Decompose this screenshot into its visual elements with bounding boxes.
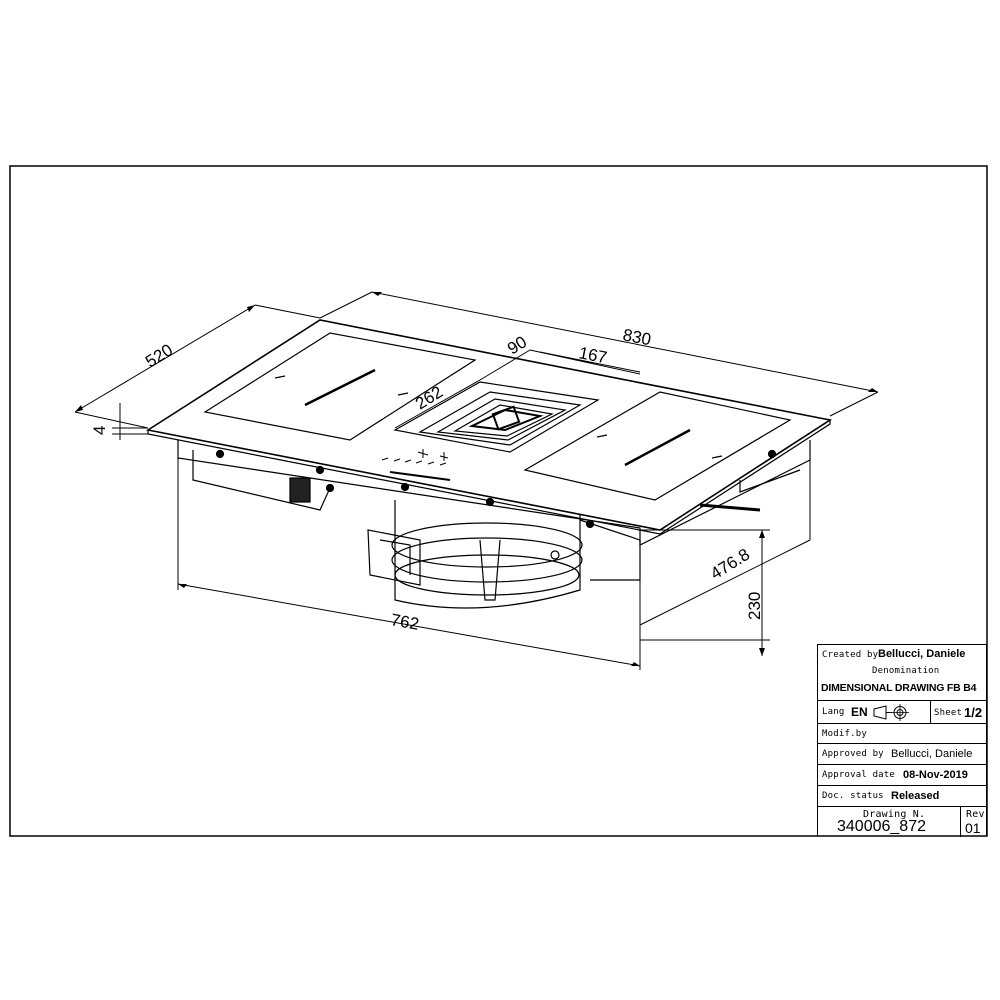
cooking-zone-left <box>203 332 477 441</box>
row-created-by: Created by Bellucci, Daniele <box>817 644 987 665</box>
dim-762: 762 <box>389 610 420 634</box>
side-box <box>192 450 331 511</box>
drawing-number-label: Drawing N. <box>863 809 926 820</box>
row-drawing-number: Drawing N. 340006_872 Rev 01 <box>817 806 987 837</box>
dim-830: 830 <box>621 325 652 349</box>
row-lang-sheet: Lang EN Sheet 1/2 <box>817 700 987 724</box>
sheet-label: Sheet <box>934 708 963 718</box>
rev-label: Rev <box>966 809 985 820</box>
dim-4: 4 <box>90 426 109 435</box>
projection-symbol-icon <box>873 704 909 721</box>
dim-476-8: 476.8 <box>707 545 753 584</box>
row-doc-status: Doc. status Released <box>817 785 987 806</box>
row-modif-by: Modif.by <box>817 723 987 743</box>
doc-status-value: Released <box>891 790 940 802</box>
denomination-label: Denomination <box>872 666 940 676</box>
sheet-value: 1/2 <box>964 705 983 720</box>
drawing-frame <box>9 165 988 837</box>
approved-by-value: Bellucci, Daniele <box>891 748 973 760</box>
approval-date-label: Approval date <box>822 770 896 780</box>
row-denomination-label: Denomination <box>817 665 987 678</box>
lang-label: Lang <box>822 707 845 717</box>
vent-grille <box>393 381 600 453</box>
dim-230: 230 <box>745 592 764 620</box>
lang-value: EN <box>851 705 868 719</box>
dim-520: 520 <box>142 340 176 371</box>
dim-90: 90 <box>504 332 530 358</box>
motor-unit <box>367 500 641 609</box>
touch-controls <box>381 449 451 481</box>
glass-edge <box>147 420 831 535</box>
drawing-number-value: 340006_872 <box>837 818 926 835</box>
right-bracket <box>739 469 801 493</box>
dimension-lines <box>74 291 879 670</box>
row-approved-by: Approved by Bellucci, Daniele <box>817 743 987 764</box>
connector-block <box>289 477 311 503</box>
fan-outlet <box>367 529 421 586</box>
row-approval-date: Approval date 08-Nov-2019 <box>817 764 987 785</box>
denomination-value: DIMENSIONAL DRAWING FB B4 <box>821 682 977 694</box>
dimension-arrows <box>75 292 878 666</box>
motor-clip <box>479 539 501 601</box>
created-by-value: Bellucci, Daniele <box>878 648 966 660</box>
hob-assembly <box>145 319 833 609</box>
approved-by-label: Approved by <box>822 749 884 759</box>
cable <box>699 503 761 512</box>
modif-by-label: Modif.by <box>822 729 867 739</box>
row-denomination: DIMENSIONAL DRAWING FB B4 <box>817 678 987 700</box>
mounting-screws <box>215 449 777 529</box>
approval-date-value: 08-Nov-2019 <box>903 769 968 781</box>
dim-167: 167 <box>577 343 608 367</box>
doc-status-label: Doc. status <box>822 791 884 801</box>
created-by-label: Created by <box>822 650 879 660</box>
rev-value: 01 <box>965 820 981 836</box>
cooking-zone-right <box>523 391 792 501</box>
